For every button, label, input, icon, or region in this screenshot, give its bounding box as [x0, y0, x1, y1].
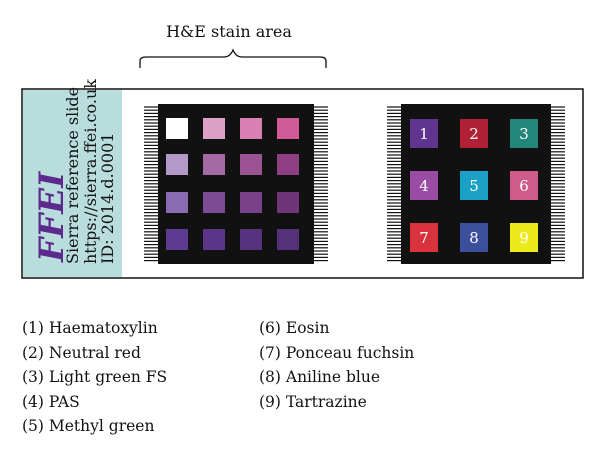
he-color-patch: [166, 118, 188, 139]
stain-patch-4: [410, 171, 438, 200]
stain-patch-3: [510, 119, 538, 148]
stain-patch-2: [460, 119, 488, 148]
he-color-patch: [203, 192, 225, 213]
legend-item: (8) Aniline blue: [259, 368, 381, 386]
stain-number-label: 7: [419, 229, 429, 247]
legend-item: (1) Haematoxylin: [22, 319, 158, 337]
he-color-patch: [166, 229, 188, 250]
he-color-patch: [240, 118, 262, 139]
he-stain-area-label: H&E stain area: [166, 22, 292, 41]
he-color-patch: [277, 229, 299, 250]
legend-item: (4) PAS: [22, 392, 80, 411]
stain-test-block: 1 2 3 4 5 6 7 8 9: [387, 104, 565, 264]
stain-patch-8: [460, 223, 488, 252]
he-color-patch: [240, 229, 262, 250]
stain-number-label: 4: [419, 177, 429, 195]
ffei-logo: FFEI: [32, 171, 72, 263]
he-color-patch: [277, 118, 299, 139]
he-color-patch: [277, 154, 299, 175]
legend-item: (3) Light green FS: [22, 368, 168, 386]
he-color-patch: [203, 154, 225, 175]
legend-right-column: (6) Eosin (7) Ponceau fuchsin (8) Anilin…: [259, 316, 414, 414]
he-color-patch: [166, 192, 188, 213]
edge-ticks: [144, 106, 328, 262]
stain-number-label: 8: [469, 229, 479, 247]
stain-patch-6: [510, 171, 538, 200]
stain-number-label: 5: [469, 177, 479, 195]
slide-label-line1: Sierra reference slide: [63, 87, 82, 264]
stain-number-label: 3: [519, 125, 529, 143]
he-color-patch: [277, 192, 299, 213]
slide-label-area: [23, 90, 122, 277]
stain-number-label: 6: [519, 177, 529, 195]
slide-label-line2: https://sierra.ffei.co.uk: [81, 79, 100, 264]
stain-number-label: 1: [419, 125, 429, 143]
stain-number-label: 2: [469, 125, 479, 143]
he-color-patch: [240, 154, 262, 175]
he-color-patch: [166, 154, 188, 175]
legend-item: (7) Ponceau fuchsin: [259, 343, 415, 362]
he-color-patch: [203, 229, 225, 250]
edge-ticks: [387, 106, 565, 262]
he-color-patch: [240, 192, 262, 213]
legend-item: (9) Tartrazine: [259, 392, 367, 411]
legend-item: (6) Eosin: [259, 319, 330, 337]
he-area-brace: [139, 48, 327, 68]
stain-patch-1: [410, 119, 438, 148]
legend-left-column: (1) Haematoxylin (2) Neutral red (3) Lig…: [22, 316, 167, 439]
stain-number-label: 9: [519, 229, 529, 247]
stain-patch-7: [410, 223, 438, 252]
stain-patch-5: [460, 171, 488, 200]
legend-item: (5) Methyl green: [22, 417, 155, 435]
he-color-patch: [203, 118, 225, 139]
stain-patch-9: [510, 223, 538, 252]
legend-item: (2) Neutral red: [22, 343, 141, 362]
slide-label-line3: ID: 2014.d.0001: [98, 133, 117, 264]
he-stain-block: [144, 104, 328, 264]
